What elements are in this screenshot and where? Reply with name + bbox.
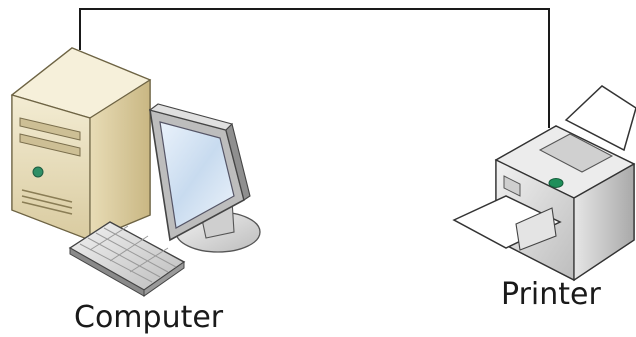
printer-label: Printer xyxy=(501,280,601,310)
computer-tower xyxy=(12,48,150,240)
computer-monitor xyxy=(150,104,260,252)
printer-icon xyxy=(454,86,636,280)
computer-label: Computer xyxy=(74,303,223,333)
printer-status-led xyxy=(549,179,563,188)
desktop-computer-icon xyxy=(12,48,260,296)
